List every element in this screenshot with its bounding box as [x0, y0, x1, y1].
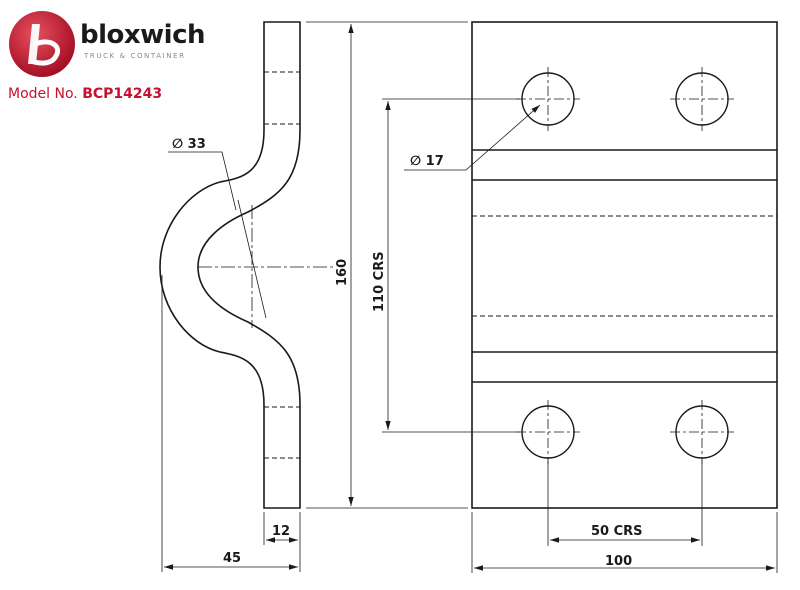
side-profile-outer	[159, 21, 301, 509]
vertical-centres-label: 110 CRS	[372, 251, 387, 312]
dimension-lines	[161, 21, 778, 573]
front-view	[471, 21, 778, 509]
depth-label: 45	[223, 551, 241, 566]
hole-diameter-label: ∅ 17	[410, 154, 444, 169]
brand-tagline: TRUCK & CONTAINER	[84, 52, 186, 60]
height-label: 160	[335, 259, 350, 286]
brand-name: bloxwich	[80, 20, 206, 50]
model-code: BCP14243	[82, 86, 163, 102]
model-prefix: Model No.	[8, 86, 78, 102]
width-label: 100	[605, 554, 632, 569]
horizontal-centres-label: 50 CRS	[591, 524, 643, 539]
hole-centerlines	[516, 67, 734, 464]
thickness-label: 12	[272, 524, 290, 539]
model-number: Model No. BCP14243	[8, 86, 162, 102]
mounting-holes	[521, 72, 729, 459]
brand-emblem	[9, 11, 75, 77]
dimension-labels: ∅ 33 ∅ 17 12 45 160 110 CRS 50 CRS 100	[172, 137, 643, 569]
plate-outline	[471, 21, 778, 509]
front-hidden-lines	[472, 215, 777, 317]
side-hidden-lines	[264, 71, 300, 459]
side-view	[159, 21, 301, 509]
side-centerlines	[198, 205, 335, 328]
bend-diameter-label: ∅ 33	[172, 137, 206, 152]
